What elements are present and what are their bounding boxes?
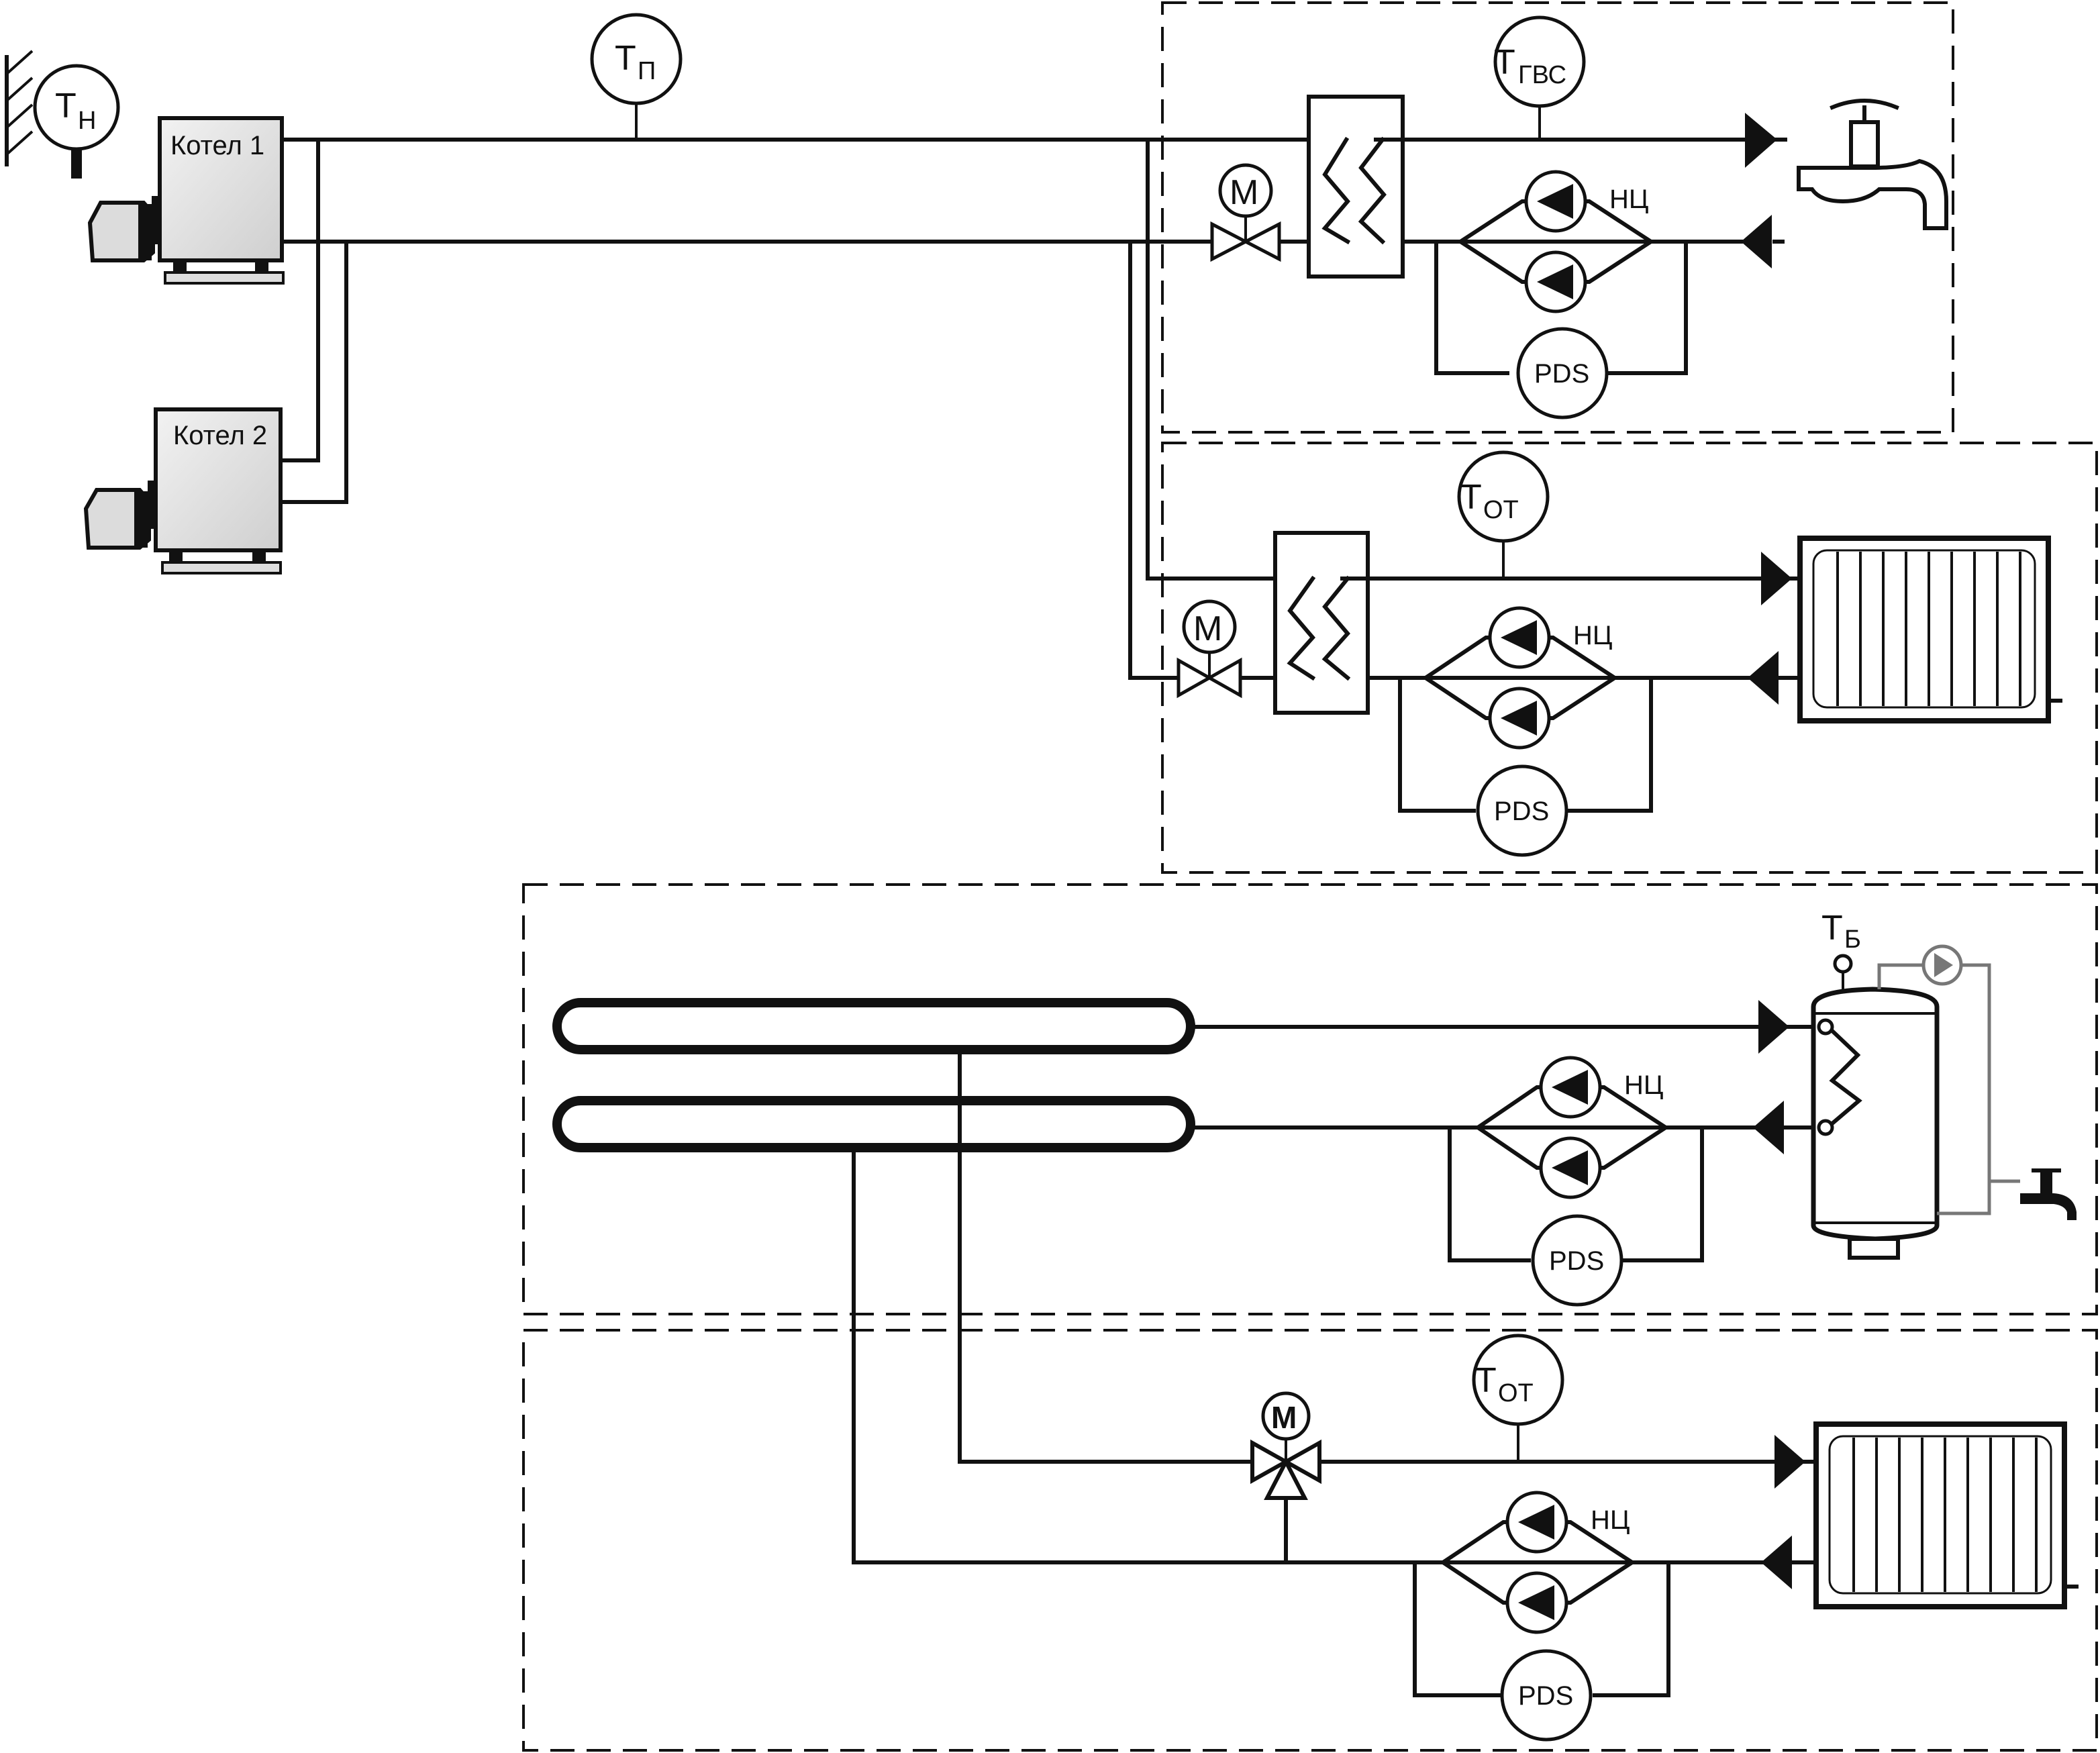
sensor-main-label: Т bbox=[55, 87, 77, 126]
pump-group-label: НЦ bbox=[1591, 1505, 1630, 1535]
pump-group-label: НЦ bbox=[1573, 621, 1612, 650]
pds-label: PDS bbox=[1534, 359, 1589, 389]
radiator-icon bbox=[1813, 1421, 2079, 1609]
motor-label: М bbox=[1271, 1400, 1297, 1435]
outdoor-sensor: Т Н bbox=[5, 50, 120, 179]
sensor-main-label: Т bbox=[1475, 1361, 1497, 1400]
sensor-main-label: Т bbox=[1494, 43, 1515, 82]
supply-temp-sensor: Т П bbox=[590, 13, 683, 140]
boiler-1: Котел 1 bbox=[87, 116, 285, 285]
main-pipes bbox=[279, 138, 1311, 680]
pump-group-label: НЦ bbox=[1624, 1070, 1663, 1100]
radiator-icon bbox=[1797, 536, 2062, 723]
dhw-circuit: М Т ГВС НЦ PDS bbox=[1210, 15, 1948, 419]
sensor-main-label: Т bbox=[1821, 909, 1843, 948]
zone-dhw bbox=[1161, 1, 1954, 434]
pds-label: PDS bbox=[1549, 1246, 1604, 1276]
heating-circuit-1: М Т ОТ НЦ PDS bbox=[1174, 450, 2062, 857]
boiler-1-label: Котел 1 bbox=[170, 131, 264, 160]
pump-group-label: НЦ bbox=[1609, 185, 1648, 214]
sensor-main-label: Т bbox=[615, 39, 636, 78]
floor-heating-circuit: НЦ PDS Т Б bbox=[552, 909, 2077, 1307]
sensor-sub-label: ОТ bbox=[1483, 496, 1519, 524]
storage-tank: Т Б bbox=[1811, 909, 2077, 1260]
motor-label: М bbox=[1193, 609, 1222, 648]
pds-label: PDS bbox=[1494, 797, 1549, 826]
sensor-sub-label: ОТ bbox=[1498, 1379, 1534, 1407]
sensor-sub-label: ГВС bbox=[1518, 61, 1566, 89]
heating-circuit-2: М Т ОТ НЦ PDS bbox=[852, 1052, 2079, 1742]
sensor-sub-label: Н bbox=[78, 107, 96, 135]
zone-floor-heating bbox=[522, 883, 2098, 1315]
pds-label: PDS bbox=[1518, 1681, 1573, 1711]
sensor-sub-label: П bbox=[638, 57, 656, 85]
sensor-main-label: Т bbox=[1460, 478, 1482, 517]
sensor-sub-label: Б bbox=[1844, 925, 1861, 954]
boiler-2: Котел 2 bbox=[83, 407, 283, 574]
boiler-2-label: Котел 2 bbox=[173, 421, 267, 450]
zone-heating-2 bbox=[522, 1329, 2098, 1752]
motor-label: М bbox=[1230, 173, 1258, 212]
zone-heating-1 bbox=[1161, 442, 2098, 874]
faucet-icon bbox=[1797, 99, 1948, 230]
faucet-icon bbox=[2020, 1168, 2077, 1220]
